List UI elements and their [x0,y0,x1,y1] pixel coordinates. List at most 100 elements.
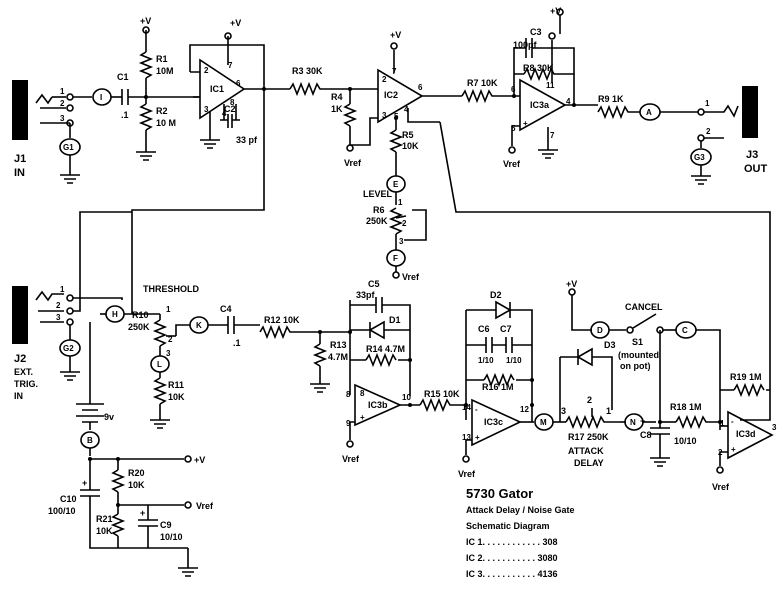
svg-text:R14 4.7M: R14 4.7M [366,344,405,354]
svg-text:4: 4 [566,97,571,106]
r21-resistor [110,513,126,537]
svg-text:+: + [640,416,645,426]
svg-text:1: 1 [60,87,65,96]
r18-resistor [675,414,720,430]
svg-text:D3: D3 [604,340,616,350]
svg-text:+V: +V [550,6,561,16]
svg-text:12: 12 [520,405,529,414]
battery-9v [76,403,104,423]
svg-text:K: K [196,321,202,330]
ic3c-opamp [471,398,522,447]
svg-text:10/10: 10/10 [674,436,697,446]
r2-resistor [138,103,154,131]
svg-text:3: 3 [561,406,566,416]
d3-diode [576,347,593,367]
svg-text:C2: C2 [224,104,236,114]
svg-text:3: 3 [204,105,209,114]
svg-text:6: 6 [236,79,241,88]
svg-text:R12 10K: R12 10K [264,315,300,325]
svg-text:Vref: Vref [196,501,214,511]
svg-text:+: + [731,445,736,454]
svg-text:D2: D2 [490,290,502,300]
svg-text:J2: J2 [14,353,26,365]
svg-text:J3: J3 [746,149,758,161]
svg-text:4: 4 [404,105,409,114]
svg-text:6: 6 [418,83,423,92]
j2-jack-body [12,286,28,344]
svg-text:C6: C6 [478,324,490,334]
svg-text:DELAY: DELAY [574,458,604,468]
j3-jack-body [742,86,758,138]
r12-resistor [259,324,320,340]
j2-tip-contact [35,290,64,302]
svg-text:R9 1K: R9 1K [598,94,624,104]
j1-label: IN [14,167,25,179]
svg-text:R5: R5 [402,130,414,140]
svg-text:10K: 10K [128,480,145,490]
svg-text:1: 1 [398,198,403,207]
svg-text:R18 1M: R18 1M [670,402,702,412]
svg-text:1: 1 [720,419,725,428]
svg-text:+: + [523,119,528,128]
j3-tip-contact [704,104,739,118]
r14-resistor [365,352,397,368]
title-block: 5730 Gator Attack Delay / Noise Gate Sch… [466,486,575,582]
j1-jack-body [12,80,28,140]
svg-text:-: - [731,417,734,426]
svg-text:3: 3 [60,114,65,123]
svg-text:R13: R13 [330,340,347,350]
svg-text:.1: .1 [233,338,241,348]
svg-text:R20: R20 [128,468,145,478]
svg-text:250K: 250K [366,216,388,226]
svg-text:B: B [87,436,93,445]
ic-list-item: IC 2. . . . . . . . . . . 3080 [466,553,558,563]
svg-text:IC3c: IC3c [484,417,503,427]
svg-text:-: - [475,405,478,414]
c10-capacitor [80,489,100,497]
svg-text:A: A [646,108,652,117]
svg-text:8: 8 [230,98,235,107]
svg-text:11: 11 [546,81,555,90]
svg-text:2: 2 [168,335,173,344]
svg-text:2: 2 [56,301,61,310]
svg-text:Vref: Vref [712,482,730,492]
svg-text:100pf: 100pf [513,40,538,50]
svg-text:2: 2 [382,75,387,84]
ic1-opamp [199,58,246,120]
svg-text:R17 250K: R17 250K [568,432,609,442]
svg-text:+: + [82,478,87,488]
r16-resistor [483,372,515,388]
ic3d-opamp [727,410,774,460]
svg-text:IC3d: IC3d [736,429,756,439]
svg-text:1/10: 1/10 [478,356,494,365]
svg-text:G3: G3 [694,153,705,162]
svg-text:C4: C4 [220,304,232,314]
svg-text:9: 9 [346,419,351,428]
svg-text:THRESHOLD: THRESHOLD [143,284,200,294]
svg-text:10K: 10K [96,526,113,536]
svg-text:C7: C7 [500,324,512,334]
c5-capacitor [375,297,383,313]
svg-text:10K: 10K [168,392,185,402]
svg-text:+V: +V [566,279,577,289]
j1-name: J1 [14,153,26,165]
svg-text:R4: R4 [331,92,343,102]
title-block-subtitle: Attack Delay / Noise Gate [466,505,575,515]
r20-resistor [110,469,126,493]
svg-text:L: L [157,360,162,369]
svg-text:3: 3 [382,111,387,120]
d2-diode [495,300,512,320]
svg-text:2: 2 [60,99,65,108]
r5-resistor [388,129,404,153]
svg-text:Vref: Vref [342,454,360,464]
svg-text:R7 10K: R7 10K [467,78,498,88]
svg-text:3: 3 [772,423,777,432]
svg-text:8: 8 [360,389,365,398]
svg-text:9v: 9v [104,412,114,422]
r19-resistor [733,382,765,398]
svg-text:C8: C8 [640,430,652,440]
svg-text:G2: G2 [63,344,74,353]
svg-text:+: + [140,508,145,518]
r17-potentiometer [565,414,620,430]
svg-text:C10: C10 [60,494,77,504]
